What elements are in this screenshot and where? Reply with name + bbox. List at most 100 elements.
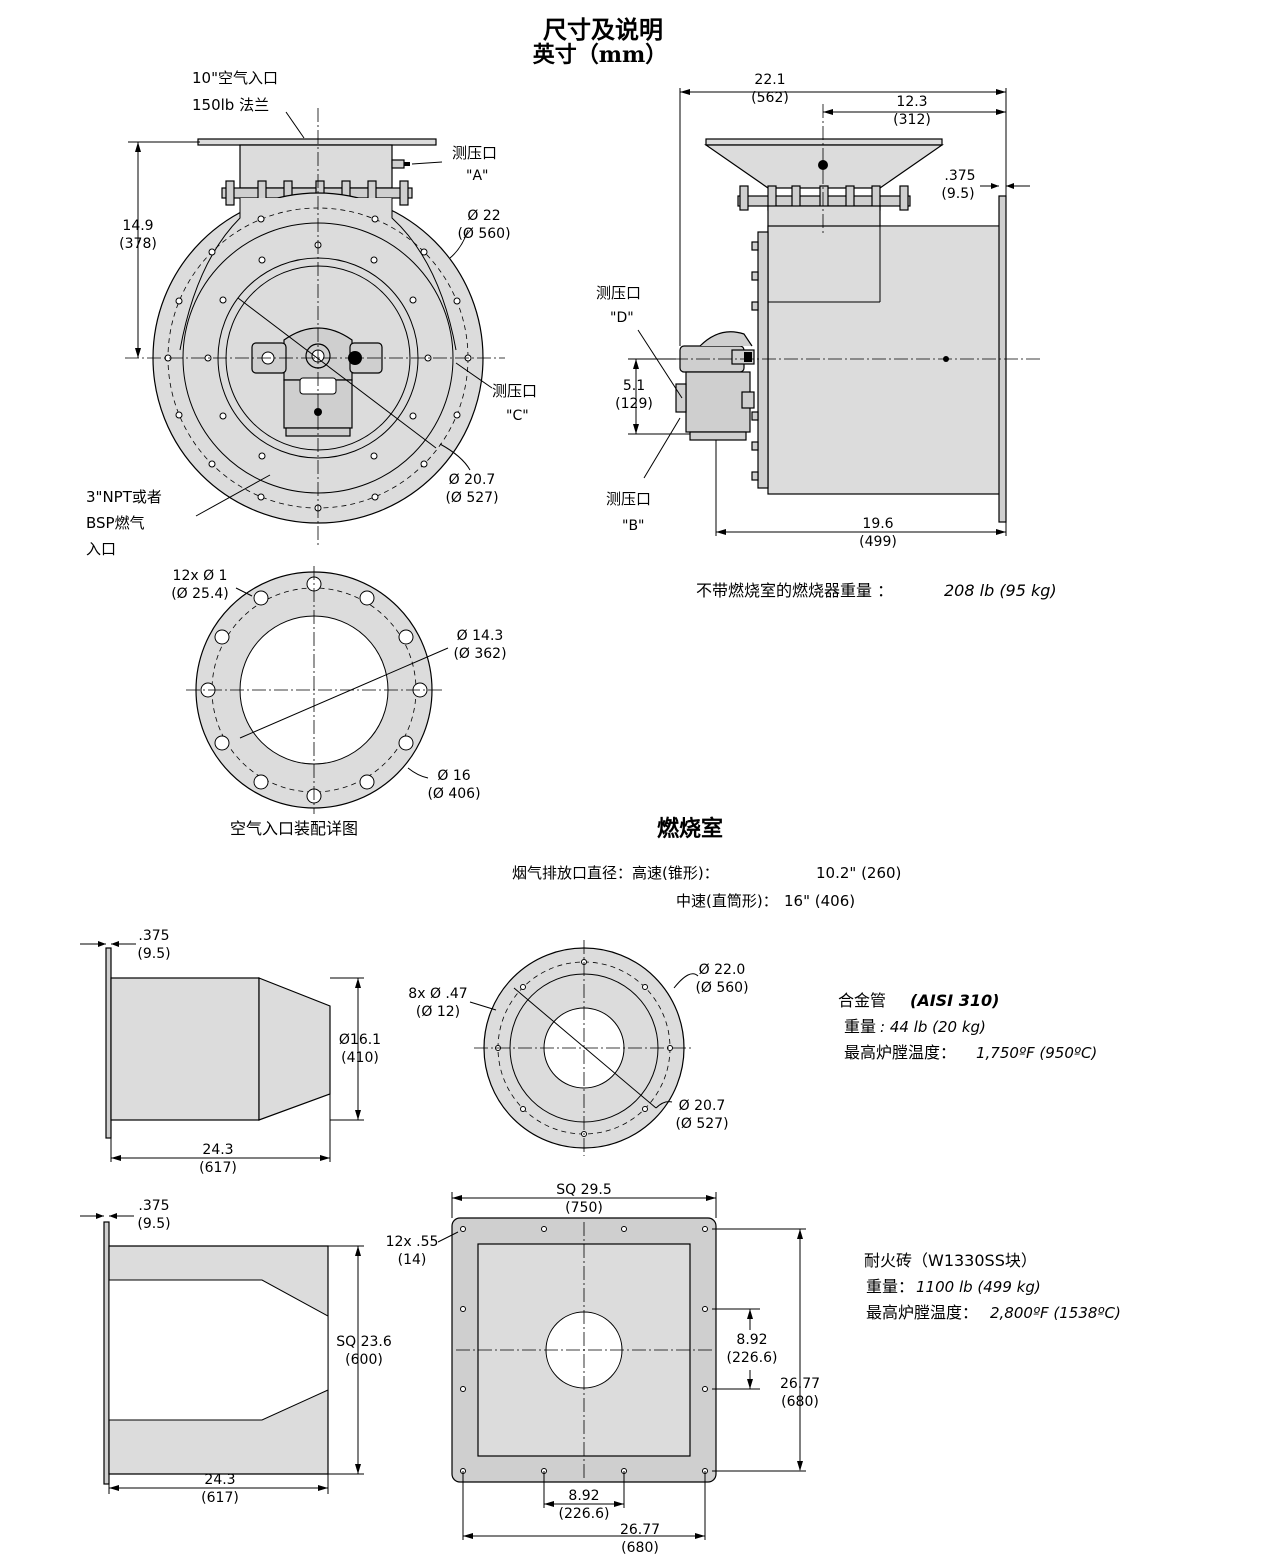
alloy-tube-name: 合金管 — [838, 991, 886, 1010]
exhaust-label: 烟气排放口直径：高速(锥形)： — [512, 864, 719, 882]
tube-end-outer-in: Ø 22.0 — [699, 962, 746, 978]
refractory-temp-label: 最高炉膛温度： — [866, 1303, 978, 1322]
air-inlet-flange-label: 150lb 法兰 — [192, 96, 269, 114]
outer-bolt-holes — [164, 215, 472, 512]
refractory-weight-value: 1100 lb (499 kg) — [916, 1278, 1041, 1296]
alloy-tube-side-view — [80, 941, 364, 1162]
span-v-mm: (680) — [781, 1394, 819, 1410]
span-h-mm: (680) — [621, 1540, 659, 1556]
brick-flange-in: .375 — [138, 1198, 169, 1214]
tap-a-label: 测压口 — [452, 144, 497, 162]
inlet-offset-in: 12.3 — [896, 94, 927, 110]
plate-holes-mm: (14) — [398, 1252, 427, 1268]
tap-a-id: "A" — [466, 168, 488, 184]
burner-front-view — [125, 108, 505, 545]
tube-end-holes — [495, 959, 673, 1137]
tube-len-mm: (617) — [199, 1160, 237, 1176]
refractory-weight-label: 重量： — [866, 1277, 914, 1296]
pitch-v-in: 8.92 — [736, 1332, 767, 1348]
gas-inlet-label-3: 入口 — [86, 540, 116, 558]
side-flange-in: .375 — [944, 168, 975, 184]
tube-dia-mm: (410) — [341, 1050, 379, 1066]
inlet-outer-dia-mm: (Ø 406) — [427, 786, 480, 802]
gas-inlet-label-2: BSP燃气 — [86, 514, 145, 532]
pressure-tap-a — [391, 159, 410, 169]
alloy-tube-spec: (AISI 310) — [910, 991, 999, 1010]
tap-d-id: "D" — [610, 310, 634, 326]
outer-dia-mm: (Ø 560) — [457, 226, 510, 242]
back-plate-bolts — [751, 241, 759, 481]
inlet-inner-dia-in: Ø 14.3 — [457, 628, 504, 644]
span-v-in: 26.77 — [780, 1376, 820, 1392]
pitch-h-mm: (226.6) — [558, 1506, 609, 1522]
tube-end-holes-in: 8x Ø .47 — [408, 986, 467, 1002]
height-dim-mm: (378) — [119, 236, 157, 252]
alloy-temp-value: 1,750ºF (950ºC) — [976, 1044, 1097, 1062]
plate-sq-in: SQ 29.5 — [556, 1182, 612, 1198]
refractory-temp-value: 2,800ºF (1538ºC) — [990, 1304, 1121, 1322]
brick-flange-mm: (9.5) — [137, 1216, 170, 1232]
burner-side-view — [628, 88, 1040, 536]
bolt-dia-mm: (Ø 527) — [445, 490, 498, 506]
tube-end-outer-mm: (Ø 560) — [695, 980, 748, 996]
tap-height-in: 5.1 — [623, 378, 645, 394]
inlet-inner-dia-mm: (Ø 362) — [453, 646, 506, 662]
air-inlet-detail-view — [186, 566, 449, 814]
plate-sq-mm: (750) — [565, 1200, 603, 1216]
tube-end-bolt-in: Ø 20.7 — [679, 1098, 726, 1114]
alloy-weight-value: : 44 lb (20 kg) — [880, 1018, 986, 1036]
tube-len-in: 24.3 — [202, 1142, 233, 1158]
inlet-outer-dia-in: Ø 16 — [437, 768, 470, 784]
tube-end-bolt-mm: (Ø 527) — [675, 1116, 728, 1132]
tap-d-label: 测压口 — [596, 284, 641, 302]
alloy-weight-label: 重量 — [844, 1017, 876, 1036]
body-width-mm: (499) — [859, 534, 897, 550]
brick-sq-mm: (600) — [345, 1352, 383, 1368]
tap-c-id: "C" — [506, 408, 529, 424]
outer-dia-in: Ø 22 — [467, 208, 500, 224]
bolt-dia-in: Ø 20.7 — [449, 472, 496, 488]
page-title: 尺寸及说明 — [543, 15, 663, 44]
inlet-offset-mm: (312) — [893, 112, 931, 128]
burner-weight-label: 不带燃烧室的燃烧器重量 ： — [696, 581, 893, 600]
brick-len-in: 24.3 — [204, 1472, 235, 1488]
tube-flange-mm: (9.5) — [137, 946, 170, 962]
tap-c-label: 测压口 — [492, 382, 537, 400]
refractory-side-view — [80, 1213, 364, 1494]
tube-end-holes-mm: (Ø 12) — [416, 1004, 460, 1020]
exhaust-medium-label: 中速(直筒形)： — [676, 892, 778, 910]
tube-dia-in: Ø16.1 — [339, 1032, 381, 1048]
plate-holes-in: 12x .55 — [386, 1234, 439, 1250]
total-width-mm: (562) — [751, 90, 789, 106]
total-width-in: 22.1 — [754, 72, 785, 88]
chamber-title: 燃烧室 — [657, 816, 723, 842]
inlet-holes-mm: (Ø 25.4) — [171, 586, 229, 602]
air-inlet-label: 10"空气入口 — [192, 69, 278, 87]
page-subtitle: 英寸（mm） — [533, 42, 668, 68]
exhaust-high-value: 10.2" (260) — [816, 864, 901, 882]
inlet-flange-plate — [197, 138, 437, 146]
span-h-in: 26.77 — [620, 1522, 660, 1538]
alloy-temp-label: 最高炉膛温度： — [844, 1043, 956, 1062]
tap-b-id: "B" — [622, 518, 644, 534]
pitch-v-mm: (226.6) — [726, 1350, 777, 1366]
alloy-tube-end-view — [469, 940, 699, 1156]
refractory-name: 耐火砖（W1330SS块） — [864, 1251, 1037, 1270]
height-dim-in: 14.9 — [122, 218, 153, 234]
tube-flange-in: .375 — [138, 928, 169, 944]
inlet-detail-caption: 空气入口装配详图 — [230, 819, 358, 838]
refractory-end-view — [437, 1192, 806, 1540]
brick-len-mm: (617) — [201, 1490, 239, 1506]
brick-sq-in: SQ 23.6 — [336, 1334, 392, 1350]
tap-b-label: 测压口 — [606, 490, 651, 508]
side-gas-train — [675, 331, 755, 441]
gas-inlet-label-1: 3"NPT或者 — [86, 488, 162, 506]
tap-height-mm: (129) — [615, 396, 653, 412]
side-flange-mm: (9.5) — [941, 186, 974, 202]
exhaust-medium-value: 16" (406) — [784, 892, 855, 910]
pitch-h-in: 8.92 — [568, 1488, 599, 1504]
inlet-holes-in: 12x Ø 1 — [173, 568, 228, 584]
burner-weight-value: 208 lb (95 kg) — [944, 581, 1057, 600]
body-width-in: 19.6 — [862, 516, 893, 532]
